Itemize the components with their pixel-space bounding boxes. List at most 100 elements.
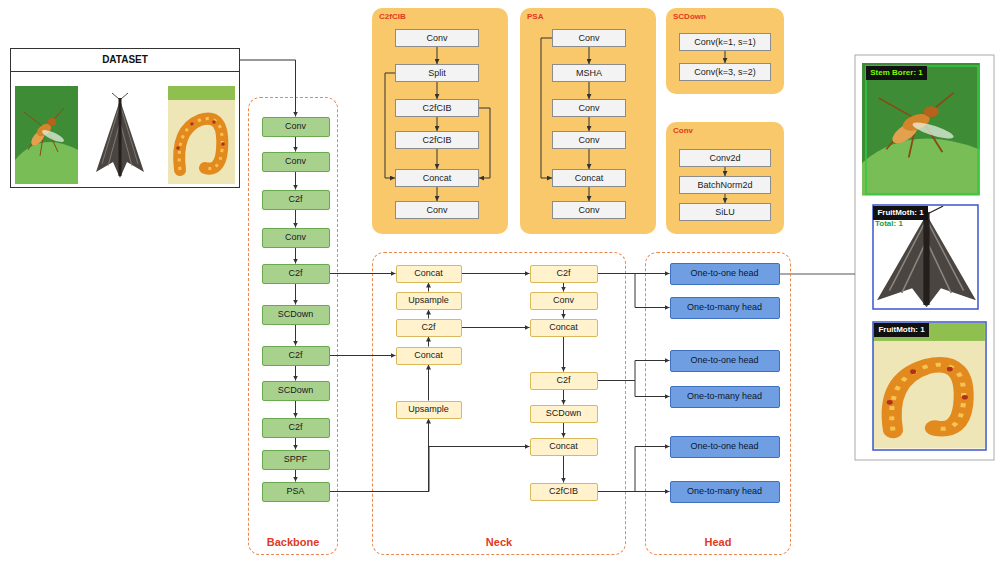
flow-arrow [598,491,670,492]
flow-arrow [295,325,296,346]
detection-tag: FruitMoth: 1 [873,206,928,220]
node-text: C2fCIB [422,103,451,114]
flow-arrow [563,456,564,483]
backbone-block: Conv [262,228,330,248]
flow-arrow [589,187,590,201]
flow-arrow [479,108,490,178]
node-text: Upsample [408,295,449,306]
node-text: Conv(k=3, s=2) [694,67,756,78]
node-text: One-to-many head [687,302,762,313]
node-text: Conv2d [709,153,740,164]
flow-arrow [295,470,296,482]
stage-region: ConcatUpsampleC2fConcatUpsampleC2fConvCo… [372,252,626,555]
flow-arrow [385,73,395,178]
backbone-block: PSA [262,482,330,502]
node-text: Conv [578,205,599,216]
head-block: One-to-one head [670,436,780,458]
output-panel [875,205,978,310]
module-block: Conv2d [679,149,771,167]
backbone-block: Conv [262,117,330,137]
node-text: C2f [288,350,302,361]
backbone-block: SPPF [262,450,330,470]
flow-arrow [563,390,564,405]
module-block: Conv(k=3, s=2) [679,63,771,81]
node-text: Conv [426,33,447,44]
flow-arrow [598,447,670,492]
detection-count: Total: 1 [875,219,903,228]
flow-arrow [330,355,396,356]
neck-block: C2fCIB [530,483,598,501]
module-block: Split [395,64,479,82]
output-wire [780,274,855,275]
flow-arrow [330,273,396,274]
dataset-images [15,86,78,184]
flow-arrow [563,310,564,319]
node-text: SCDown [673,12,777,22]
flow-arrow [725,194,726,203]
module-block: BatchNorm2d [679,176,771,194]
module-block: C2fCIB [395,99,479,117]
neck-block: Conv [530,292,598,310]
flow-arrow [295,284,296,305]
backbone-block: SCDown [262,305,330,325]
node-text: Stem Borer: 1 [870,68,922,78]
neck-block: C2f [396,319,462,337]
flow-arrow [330,447,530,492]
module-block: Concat [395,169,479,187]
module-block: Conv(k=1, s=1) [679,33,771,51]
module-panel: Conv2dBatchNorm2dSiLUConv [666,122,784,234]
flow-arrow [428,365,429,401]
node-text: Conv [578,135,599,146]
flow-arrow [563,423,564,438]
neck-block: C2f [530,372,598,390]
module-block: Conv [552,99,626,117]
flow-arrow [437,82,438,99]
node-text: Concat [549,441,578,452]
node-text: SPPF [284,454,308,465]
node-text: MSHA [576,68,602,79]
node-text: Conv [426,205,447,216]
flow-arrow [428,337,429,347]
flow-arrow [598,381,670,397]
flow-arrow [295,210,296,228]
node-text: BatchNorm2d [697,180,752,191]
flow-arrow [598,361,670,381]
node-text: C2fCIB [549,486,578,497]
output-panel [873,323,985,448]
neck-block: C2f [530,265,598,283]
neck-block: Upsample [396,401,462,419]
node-text: C2fCIB [379,12,501,22]
output-panel [855,55,994,460]
flow-arrow [330,419,429,492]
flow-arrow [240,60,296,117]
node-text: Conv [578,33,599,44]
node-text: DATASET [11,49,239,72]
node-text: SCDown [278,309,314,320]
detection-tag: FruitMoth: 1 [874,323,929,337]
node-text: Concat [414,268,443,279]
flow-arrow [295,172,296,190]
node-text: Conv [285,232,306,243]
node-text: Concat [414,350,443,361]
module-block: MSHA [552,64,626,82]
output-panel [855,55,994,460]
dataset-images [168,86,235,184]
node-text: C2f [288,422,302,433]
node-text: FruitMoth: 1 [878,325,924,335]
node-text: C2f [556,268,570,279]
backbone-block: C2f [262,264,330,284]
node-text: Upsample [408,404,449,415]
head-block: One-to-many head [670,297,780,319]
backbone-block: C2f [262,346,330,366]
flow-arrow [598,274,670,308]
neck-block: Concat [396,265,462,283]
node-text: Conv(k=1, s=1) [694,37,756,48]
module-panel: ConvMSHAConvConvConcatConvPSA [520,8,656,234]
detection-tag: Stem Borer: 1 [866,66,927,80]
module-block: Conv [552,131,626,149]
flow-arrow [295,438,296,450]
head-block: One-to-many head [670,386,780,408]
node-text: PSA [286,486,304,497]
flow-arrow [437,117,438,131]
